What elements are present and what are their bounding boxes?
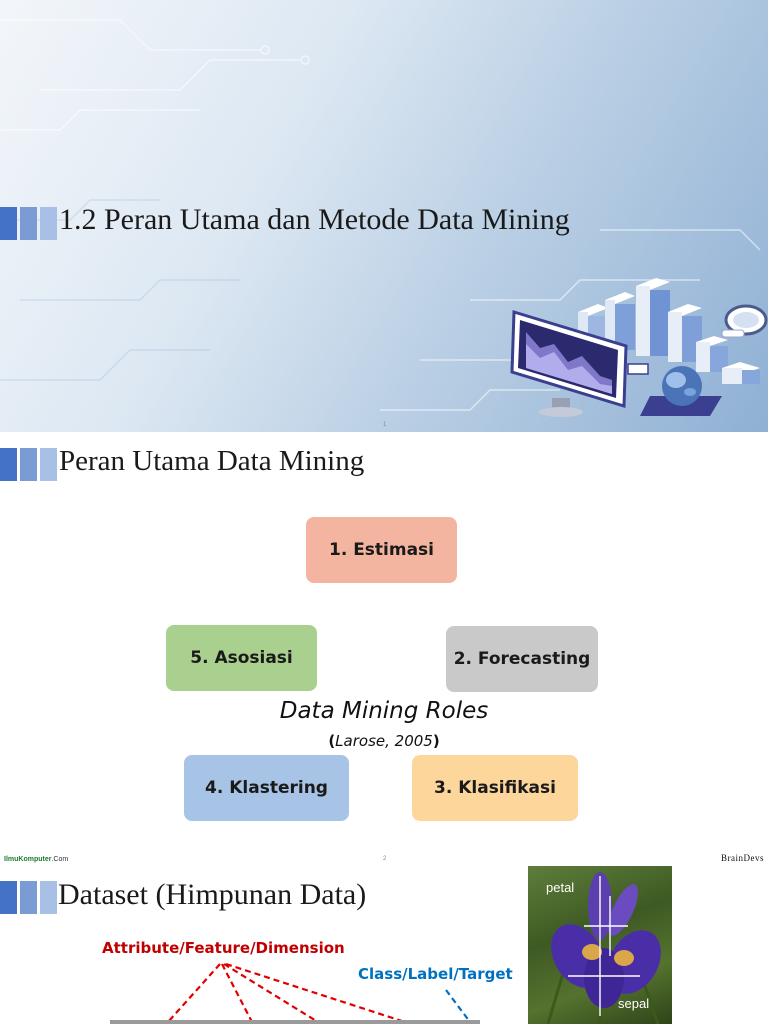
role-box-asosiasi: 5. Asosiasi — [166, 625, 317, 691]
role-box-klasifikasi: 3. Klasifikasi — [412, 755, 578, 821]
braindevs-logo: BrainDevs — [721, 853, 764, 863]
title-bar-decoration — [0, 881, 57, 914]
role-box-estimasi: 1. Estimasi — [306, 517, 457, 583]
citation-open-paren: ( — [328, 732, 336, 750]
slide-page-number: 2 — [383, 856, 387, 862]
title-bar-decoration — [0, 448, 57, 481]
iris-sepal-label: sepal — [618, 996, 650, 1011]
logo-left-suffix: .Com — [51, 856, 69, 863]
iris-flower-photo: petal sepal — [528, 866, 672, 1024]
logo-left-main: IlmuKomputer — [4, 856, 52, 863]
role-box-forecasting: 2. Forecasting — [446, 626, 598, 692]
slide-title: Peran Utama Data Mining — [59, 445, 365, 477]
class-label: Class/Label/Target — [358, 965, 513, 983]
citation-close-paren: ) — [432, 732, 440, 750]
slide-title: Dataset (Himpunan Data) — [58, 878, 367, 911]
annotation-arrows — [110, 962, 480, 1024]
slide-page-number: 1 — [383, 422, 387, 428]
ilmukomputer-logo: IlmuKomputer.Com — [4, 856, 68, 863]
attribute-label: Attribute/Feature/Dimension — [102, 939, 345, 957]
data-analytics-illustration — [510, 278, 768, 417]
title-bar-decoration — [0, 207, 57, 240]
citation-text: Larose, 2005 — [335, 732, 433, 750]
role-box-klastering: 4. Klastering — [184, 755, 349, 821]
slide-title-section: 1.2 Peran Utama dan Metode Data Mining — [0, 0, 768, 432]
section-title: 1.2 Peran Utama dan Metode Data Mining — [59, 203, 570, 236]
iris-petal-label: petal — [546, 880, 575, 895]
roles-caption: Data Mining Roles — [279, 698, 489, 724]
roles-citation: (Larose, 2005) — [0, 732, 768, 750]
slide-roles-section: Peran Utama Data Mining 1. Estimasi 2. F… — [0, 432, 768, 842]
slide-dataset-section: IlmuKomputer.Com 2 BrainDevs Dataset (Hi… — [0, 842, 768, 1024]
